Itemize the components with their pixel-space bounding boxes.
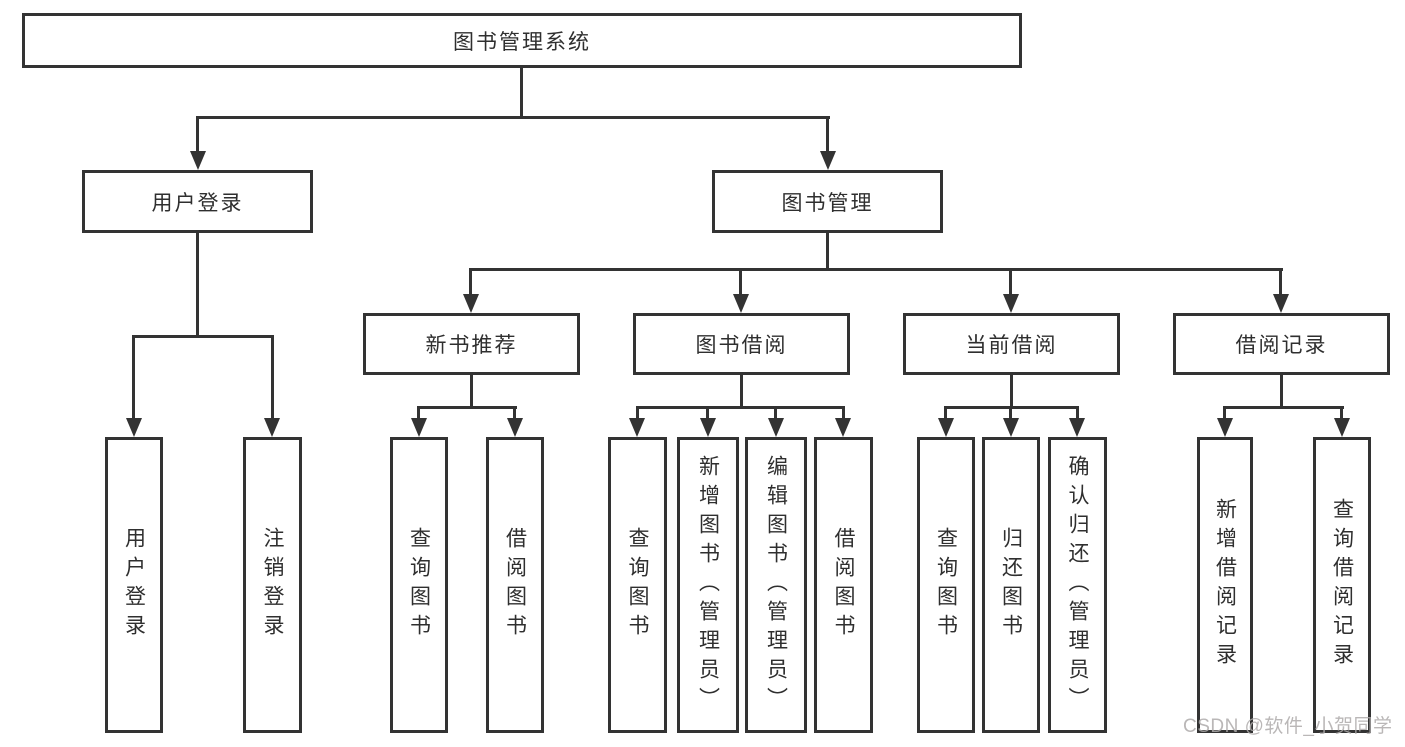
node-leaf-add-borrow-record: 新增借阅记录 [1197,437,1253,733]
arrow-login-child2-icon [264,418,280,437]
connector-bookborrow-stem [740,375,743,409]
node-leaf-edit-books-admin: 编辑图书（管理员） [745,437,807,733]
node-label: 借阅图书 [503,527,527,643]
node-label: 编辑图书（管理员） [764,454,788,716]
node-label: 用户登录 [151,191,244,215]
arrow-currentborrow-child2-icon [1003,418,1019,437]
node-label: 查询借阅记录 [1330,498,1354,672]
node-label: 新书推荐 [425,334,518,357]
node-label: 查询图书 [934,527,958,643]
arrow-newbooks-child1-icon [411,418,427,437]
node-leaf-add-books-admin: 新增图书（管理员） [677,437,739,733]
node-label: 图书借阅 [695,334,788,357]
arrow-currentborrow-child3-icon [1069,418,1085,437]
node-label: 借阅记录 [1235,334,1328,357]
connector-currentborrow-child2 [1009,406,1012,420]
node-label: 借阅图书 [832,527,855,643]
node-label: 图书管理系统 [453,30,591,54]
node-leaf-borrow-books-2: 借阅图书 [814,437,873,733]
node-leaf-query-books-2: 查询图书 [608,437,667,733]
connector-newbooks-child1 [417,406,420,420]
node-current-borrowing: 当前借阅 [903,313,1120,375]
connector-currentborrow-stem [1010,375,1013,409]
node-library-management-system: 图书管理系统 [22,13,1022,68]
connector-borrowrecords-rail [1223,406,1344,409]
connector-login-rail [133,335,274,338]
arrow-borrowrecords-child1-icon [1217,418,1233,437]
node-label: 确认归还（管理员） [1066,454,1089,716]
connector-to-newbooks [469,268,472,296]
node-leaf-confirm-return-admin: 确认归还（管理员） [1048,437,1107,733]
node-leaf-query-borrow-record: 查询借阅记录 [1313,437,1371,733]
connector-root-to-bookmgmt [826,116,829,153]
node-label: 归还图书 [999,527,1023,643]
node-leaf-user-login: 用户登录 [105,437,163,733]
node-book-management: 图书管理 [712,170,943,233]
connector-login-child2 [271,335,274,419]
arrow-borrowrecords-child2-icon [1334,418,1350,437]
arrow-to-bookborrow-icon [733,294,749,313]
node-label: 新增图书（管理员） [696,454,720,716]
node-label: 图书管理 [781,191,874,215]
arrow-to-newbooks-icon [463,294,479,313]
connector-bookborrow-rail [636,406,845,409]
node-book-borrowing: 图书借阅 [633,313,850,375]
connector-to-bookborrow [739,268,742,296]
connector-bookmgmt-stem [826,233,829,271]
connector-root-stem [520,68,523,118]
connector-currentborrow-child3 [1076,406,1079,420]
node-user-login: 用户登录 [82,170,313,233]
node-label: 查询图书 [407,527,431,643]
node-leaf-return-books: 归还图书 [982,437,1040,733]
connector-to-currentborrow [1009,268,1012,296]
connector-login-child1 [132,335,135,419]
connector-root-rail [197,116,830,119]
arrow-newbooks-child2-icon [507,418,523,437]
arrow-to-borrowrecords-icon [1273,294,1289,313]
arrow-to-login-icon [190,151,206,170]
arrow-currentborrow-child1-icon [938,418,954,437]
connector-borrowrecords-child1 [1223,406,1226,420]
arrow-login-child1-icon [126,418,142,437]
node-label: 当前借阅 [965,334,1058,357]
connector-borrowrecords-child2 [1340,406,1343,420]
arrow-bookborrow-child3-icon [768,418,784,437]
connector-bookborrow-child3 [774,406,777,420]
node-label: 用户登录 [122,527,146,643]
connector-borrowrecords-stem [1280,375,1283,409]
connector-to-borrowrecords [1279,268,1282,296]
arrow-bookborrow-child1-icon [629,418,645,437]
connector-bookborrow-child4 [842,406,845,420]
connector-newbooks-child2 [513,406,516,420]
node-leaf-borrow-books-1: 借阅图书 [486,437,544,733]
node-label: 查询图书 [626,527,649,643]
connector-newbooks-stem [470,375,473,409]
node-new-book-recommendation: 新书推荐 [363,313,580,375]
arrow-bookborrow-child2-icon [700,418,716,437]
arrow-bookborrow-child4-icon [835,418,851,437]
connector-newbooks-rail [417,406,517,409]
node-leaf-query-books-1: 查询图书 [390,437,448,733]
connector-currentborrow-child1 [944,406,947,420]
node-label: 新增借阅记录 [1213,498,1237,672]
arrow-to-currentborrow-icon [1003,294,1019,313]
csdn-watermark: CSDN @软件_小贺同学 [1183,716,1393,737]
connector-login-stem [196,233,199,338]
node-leaf-logout: 注销登录 [243,437,302,733]
connector-root-to-login [196,116,199,153]
arrow-to-bookmgmt-icon [820,151,836,170]
connector-bookborrow-child2 [706,406,709,420]
node-label: 注销登录 [261,527,284,643]
connector-bookmgmt-rail [470,268,1283,271]
node-borrowing-records: 借阅记录 [1173,313,1390,375]
node-leaf-query-books-3: 查询图书 [917,437,975,733]
connector-bookborrow-child1 [636,406,639,420]
